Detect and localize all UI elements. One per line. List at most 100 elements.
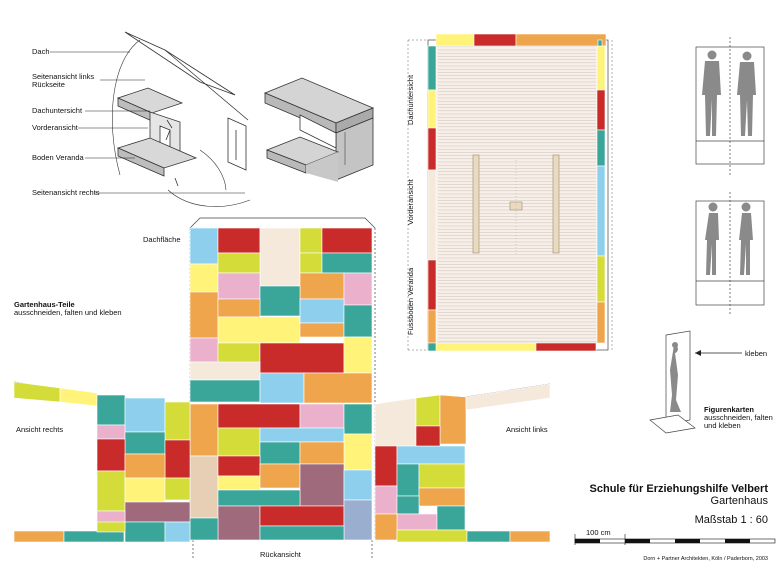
- color-tile: [124, 521, 166, 543]
- color-tile: [217, 403, 301, 429]
- scale-bar: [574, 534, 776, 545]
- color-tile: [259, 463, 301, 489]
- color-tile: [189, 455, 219, 519]
- color-tile: [299, 441, 345, 465]
- color-tile: [59, 387, 98, 407]
- color-tile: [427, 169, 437, 261]
- color-tile: [259, 285, 301, 317]
- color-tile: [596, 301, 606, 344]
- color-tile: [259, 342, 345, 374]
- color-tile: [415, 394, 441, 427]
- color-tile: [299, 403, 345, 429]
- color-tile: [13, 381, 61, 403]
- label-plan-dachuntersicht: Dachuntersicht: [406, 74, 415, 125]
- label-plan-vorderansicht: Vorderansicht: [406, 179, 415, 225]
- color-tile: [299, 322, 345, 338]
- color-tile: [396, 463, 420, 497]
- color-tile: [299, 227, 323, 254]
- color-tile: [396, 513, 438, 531]
- color-tile: [189, 361, 261, 381]
- color-tile: [164, 401, 191, 441]
- color-tile: [259, 505, 345, 527]
- label-dach: Dach: [32, 47, 50, 56]
- iso-assembled-cube: [263, 77, 375, 182]
- color-tile: [343, 433, 373, 471]
- color-tile: [217, 252, 261, 274]
- label-boden-veranda: Boden Veranda: [32, 153, 84, 162]
- color-tile: [217, 505, 261, 541]
- color-tile: [189, 263, 219, 293]
- color-tile: [396, 445, 466, 465]
- color-tile: [164, 477, 191, 501]
- label-seitenansicht-links: Seitenansicht links: [32, 72, 95, 81]
- color-tile: [374, 445, 398, 487]
- color-tile: [473, 33, 517, 47]
- label-rueckansicht: Rückansicht: [260, 550, 301, 559]
- color-tile: [96, 424, 126, 440]
- color-tile: [343, 304, 373, 338]
- color-tile: [124, 397, 166, 433]
- color-tile: [96, 521, 126, 533]
- color-tile: [374, 513, 398, 541]
- color-tile: [63, 530, 125, 543]
- iso-exploded-model: [112, 31, 251, 207]
- color-tile: [96, 438, 126, 472]
- color-tile: [321, 252, 373, 274]
- net-color-tiles: [13, 227, 551, 543]
- color-tile: [189, 291, 219, 339]
- color-tile: [415, 425, 441, 447]
- color-tile: [436, 505, 466, 531]
- color-tile: [465, 383, 551, 411]
- color-tile: [427, 309, 437, 344]
- color-tile: [435, 33, 475, 47]
- color-tile: [217, 489, 301, 507]
- teile-text: ausschneiden, falten und kleben: [14, 308, 122, 317]
- color-tile: [299, 463, 345, 507]
- figure-cards: [695, 37, 765, 314]
- figurenkarten-heading: Figurenkarten: [704, 405, 755, 414]
- label-dachuntersicht: Dachuntersicht: [32, 106, 83, 115]
- color-tile: [343, 499, 373, 541]
- person-silhouettes: [702, 50, 756, 275]
- color-tile: [427, 127, 437, 171]
- color-tile: [597, 39, 603, 47]
- credits: Dorn + Partner Architekten, Köln / Pader…: [643, 556, 768, 562]
- plan-outline: [407, 39, 613, 351]
- color-tile: [596, 165, 606, 257]
- color-tile: [217, 342, 261, 364]
- color-tile: [13, 530, 65, 543]
- color-tile: [259, 441, 301, 465]
- color-tile: [189, 403, 219, 457]
- plan-color-border: [427, 33, 607, 352]
- color-tile: [299, 298, 345, 324]
- color-tile: [321, 227, 373, 254]
- label-dachflaeche: Dachfläche: [143, 235, 181, 244]
- color-tile: [164, 439, 191, 479]
- scalebar-label: 100 cm: [586, 528, 611, 537]
- color-tile: [259, 427, 345, 443]
- color-tile: [217, 475, 261, 491]
- color-tile: [418, 463, 466, 489]
- color-tile: [259, 372, 305, 404]
- figurenkarten-line1: ausschneiden, falten: [704, 413, 773, 422]
- color-tile: [596, 45, 606, 91]
- label-kleben: kleben: [745, 349, 768, 358]
- color-tile: [427, 342, 437, 352]
- label-ansicht-links: Ansicht links: [506, 425, 548, 434]
- scale-text: Maßstab 1 : 60: [694, 514, 768, 526]
- color-tile: [427, 89, 437, 129]
- color-tile: [299, 252, 323, 274]
- color-tile: [374, 397, 417, 447]
- color-tile: [596, 129, 606, 167]
- color-tile: [189, 379, 261, 403]
- color-tile: [164, 521, 191, 543]
- color-tile: [343, 336, 373, 374]
- color-tile: [217, 227, 261, 254]
- label-vorderansicht: Vorderansicht: [32, 123, 78, 132]
- color-tile: [217, 455, 261, 477]
- color-tile: [343, 469, 373, 501]
- color-tile: [418, 487, 466, 507]
- color-tile: [96, 394, 126, 426]
- figurenkarten-line2: und kleben: [704, 421, 741, 430]
- teile-heading: Gartenhaus-Teile: [14, 300, 75, 309]
